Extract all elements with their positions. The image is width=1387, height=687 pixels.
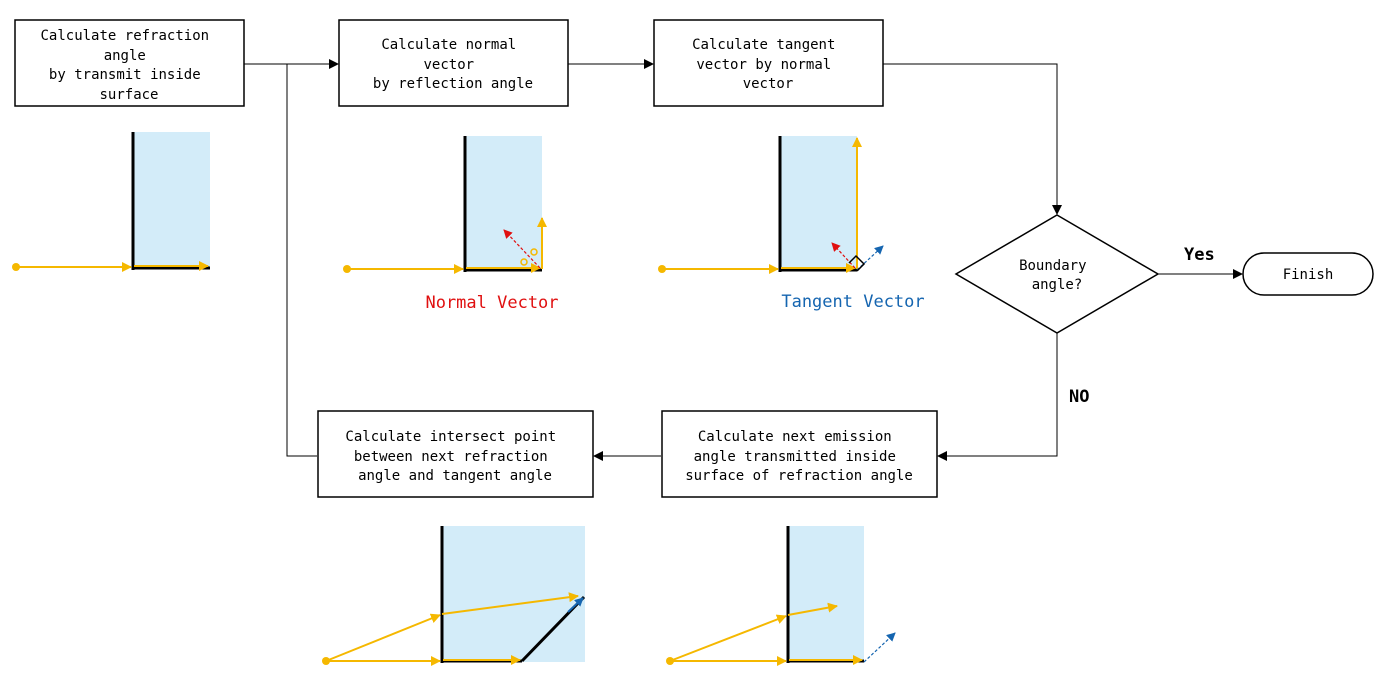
box-tangent-line-2: vector by normal <box>696 57 831 73</box>
angled-incident-ray <box>325 613 441 662</box>
box-refraction-line-1: Calculate refraction <box>40 28 209 44</box>
tangent-vector-label: Tangent Vector <box>781 292 924 312</box>
box-normal-line-3: by reflection angle <box>373 76 533 92</box>
box-normal-line-1: Calculate normal <box>381 37 516 53</box>
glass-panel <box>465 136 542 270</box>
box-refraction-line-3: by transmit inside <box>49 67 201 83</box>
illustration-intersect-point <box>322 526 586 666</box>
normal-vector-arrow <box>831 242 856 269</box>
box-refraction-line-2: angle <box>104 48 146 64</box>
box-intersect: Calculate intersect point between next r… <box>317 410 594 498</box>
box-normal-line-2: vector <box>423 57 474 73</box>
box-tangent-line-1: Calculate tangent <box>692 37 835 53</box>
svg-text:Calculate normal vector: Calculate normal vector by reflection an… <box>373 37 533 92</box>
box-refraction: Calculate refraction angle by transmit i… <box>14 19 245 107</box>
svg-text:Calculate intersect point: Calculate intersect point between next r… <box>345 429 564 484</box>
svg-text:Calculate next emission: Calculate next emission angle transmitte… <box>685 429 913 484</box>
glass-panel <box>780 136 857 270</box>
svg-text:Calculate refraction ang: Calculate refraction angle by transmit i… <box>40 28 217 103</box>
box-intersect-line-3: angle and tangent angle <box>358 468 552 484</box>
svg-text:Calculate tangent vector: Calculate tangent vector by normal vecto… <box>692 37 844 92</box>
connector-decision-to-emission-no <box>937 333 1058 461</box>
box-emission-line-2: angle transmitted inside <box>694 449 896 465</box>
box-emission-line-1: Calculate next emission <box>698 429 892 445</box>
glass-panel <box>788 526 864 662</box>
illustration-normal-vector <box>343 136 547 274</box>
decision-line-1: Boundary <box>1019 258 1086 274</box>
flow-connectors <box>244 59 1243 461</box>
illustration-tangent-vector <box>658 136 884 274</box>
box-tangent-line-3: vector <box>743 76 794 92</box>
svg-text:Boundary angle?: Boundary angle? <box>1019 258 1095 293</box>
box-normal: Calculate normal vector by reflection an… <box>338 19 569 107</box>
box-emission-line-3: surface of refraction angle <box>685 468 913 484</box>
angled-incident-ray <box>669 614 787 662</box>
decision-line-2: angle? <box>1032 277 1083 293</box>
connector-loop-back <box>286 64 317 457</box>
normal-vector-label: Normal Vector <box>425 293 558 313</box>
svg-text:Finish: Finish <box>1283 267 1334 283</box>
right-angle-marker <box>848 254 866 272</box>
glass-panel <box>442 526 585 662</box>
decision-boundary-angle: Boundary angle? <box>954 214 1160 334</box>
no-label: NO <box>1069 387 1089 407</box>
angle-marker-2 <box>530 248 538 256</box>
finish-label: Finish <box>1283 267 1334 283</box>
illustration-refraction <box>12 132 210 272</box>
box-tangent: Calculate tangent vector by normal vecto… <box>653 19 884 107</box>
tangent-vector-arrow <box>567 597 584 613</box>
box-intersect-line-1: Calculate intersect point <box>345 429 556 445</box>
terminal-finish: Finish <box>1242 252 1374 296</box>
yes-label: Yes <box>1184 245 1215 265</box>
next-emission-ray <box>787 602 838 616</box>
connector-tangent-to-decision <box>883 63 1062 215</box>
box-intersect-line-2: between next refraction <box>354 449 548 465</box>
next-refraction-ray <box>441 592 579 615</box>
box-emission: Calculate next emission angle transmitte… <box>661 410 938 498</box>
box-refraction-line-4: surface <box>99 87 158 103</box>
angle-marker-1 <box>520 258 528 266</box>
illustration-next-emission <box>666 526 896 666</box>
glass-panel <box>133 132 210 268</box>
tangent-vector-arrow <box>863 632 896 663</box>
normal-vector-arrow <box>503 229 541 269</box>
